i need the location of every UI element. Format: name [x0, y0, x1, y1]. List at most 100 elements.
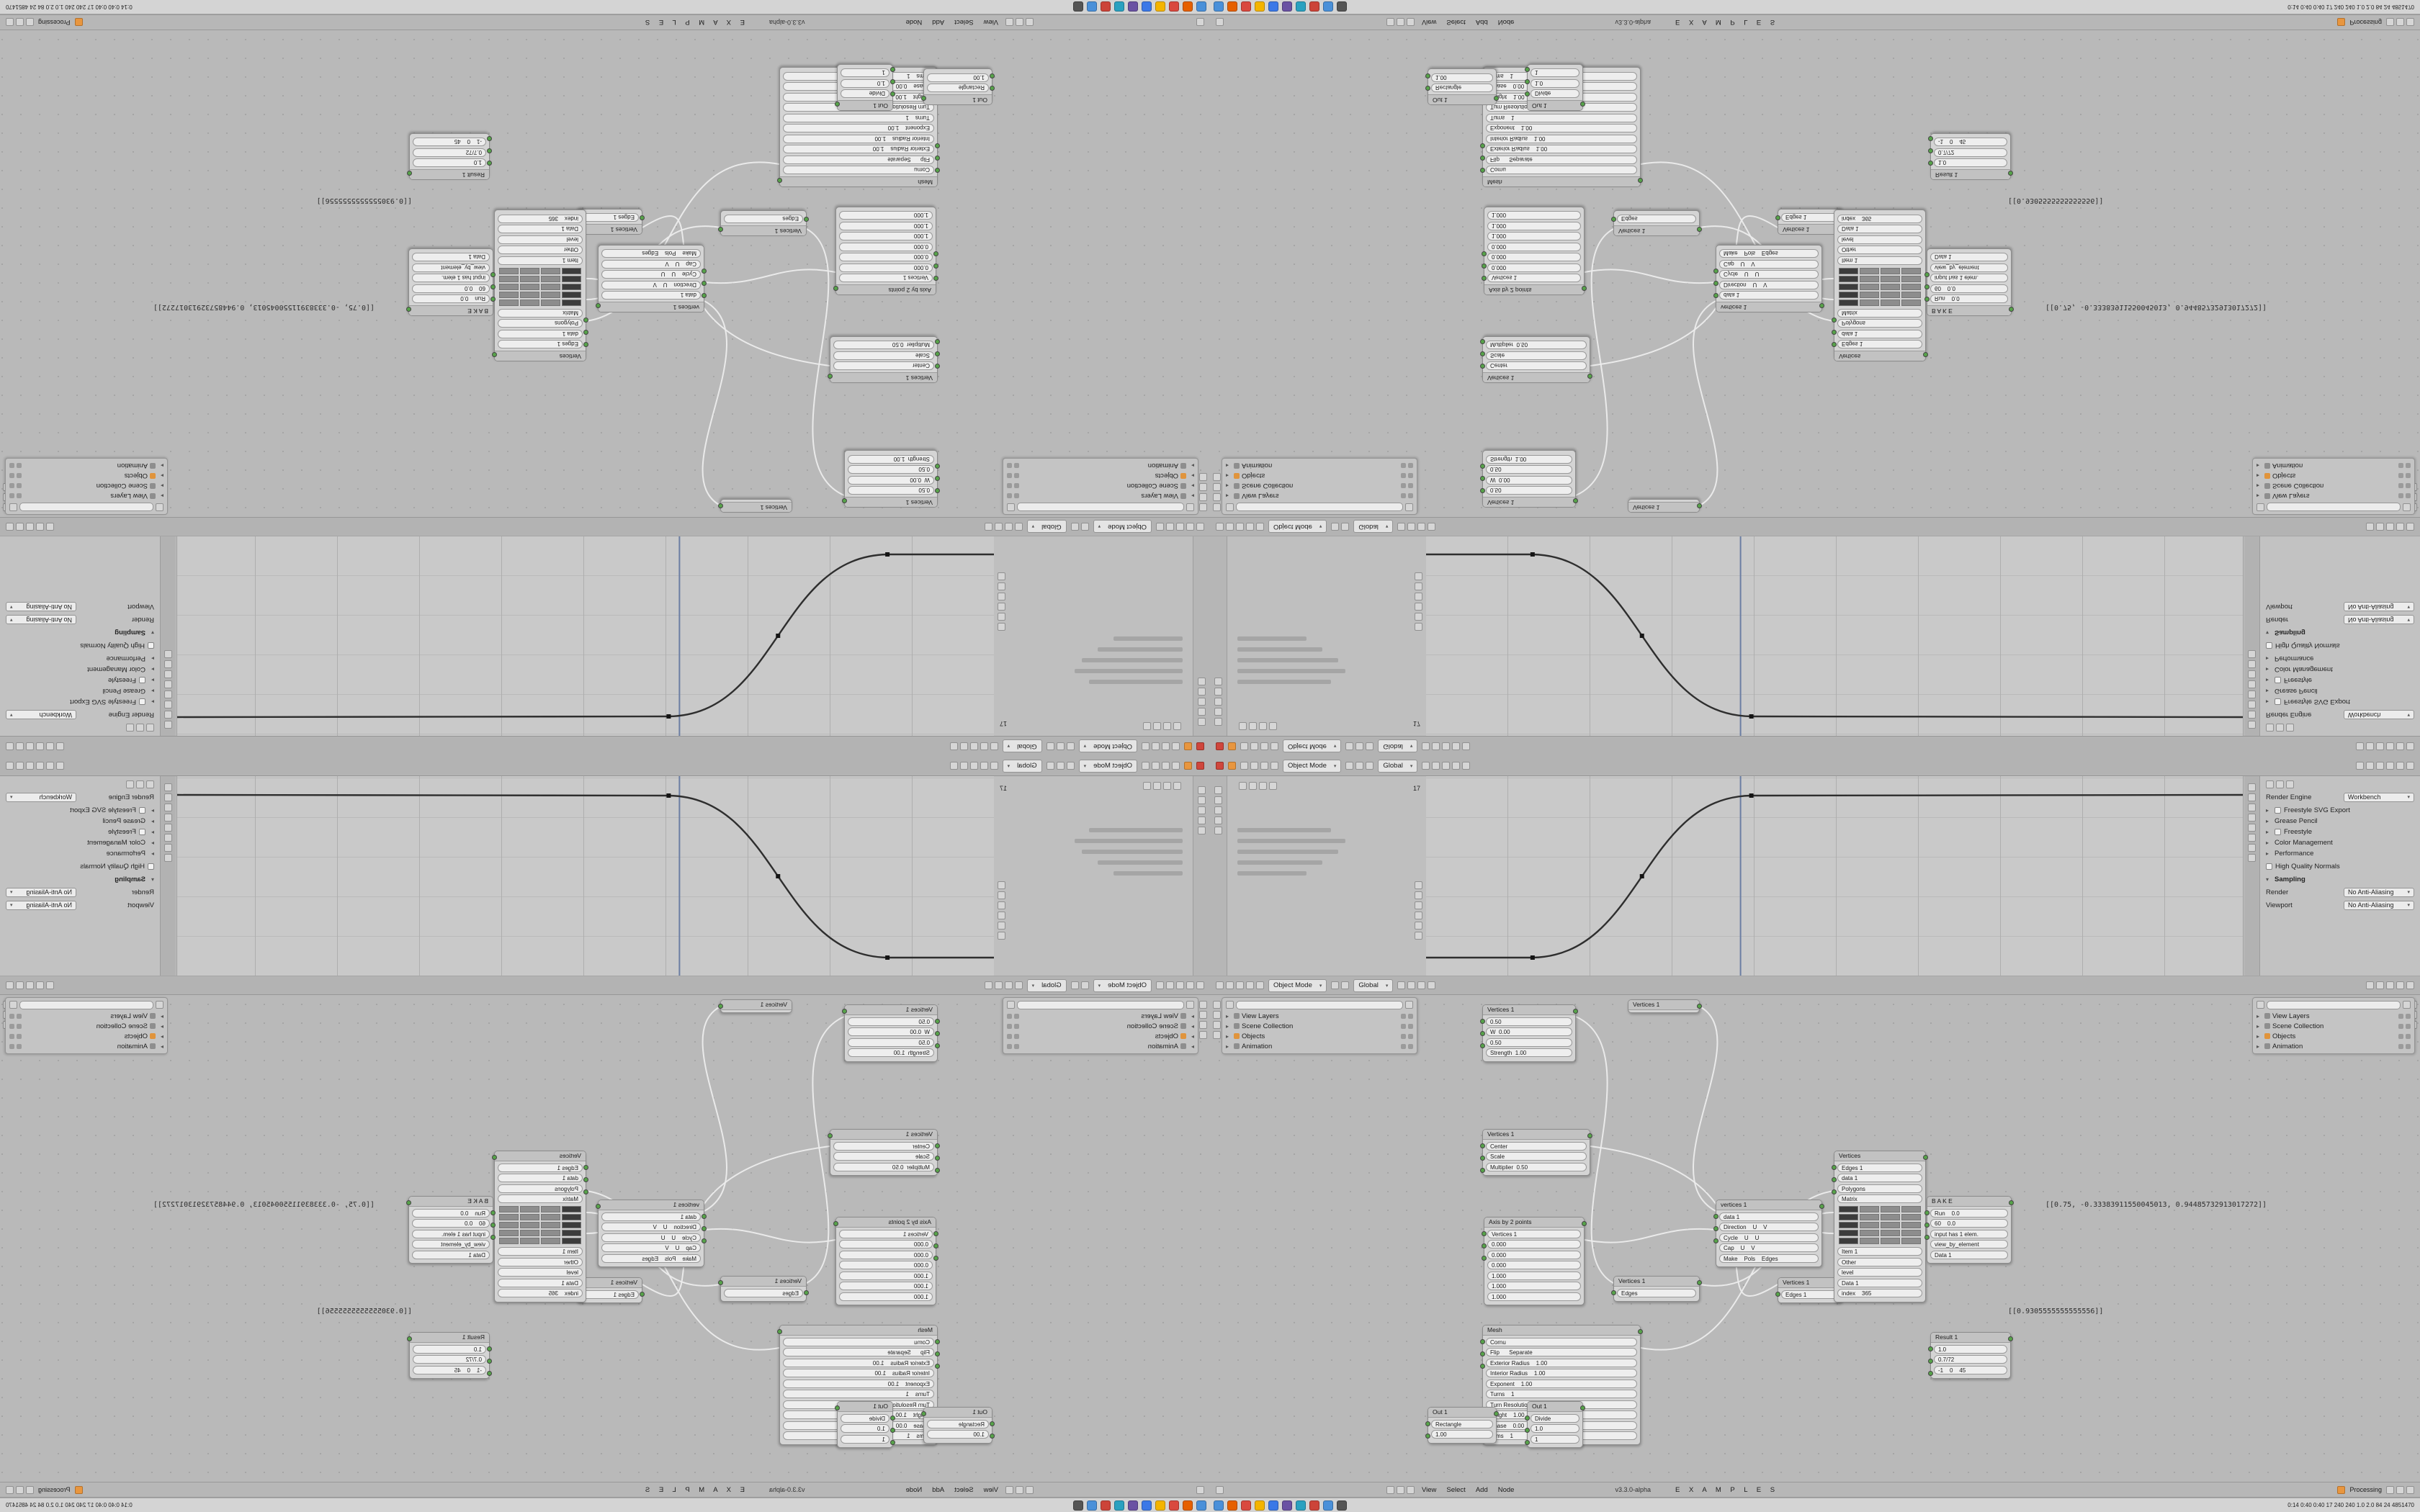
node-field[interactable]: input has 1 elem. [1930, 274, 2008, 283]
taskbar-app-icon[interactable] [1101, 1, 1111, 12]
sampling-section[interactable]: ▾ Sampling [2263, 874, 2417, 885]
toolbar-icon[interactable] [1415, 572, 1422, 580]
outliner-row[interactable]: ▸Scene Collection [1226, 1021, 1413, 1031]
toggle-cell[interactable] [562, 1230, 581, 1236]
toolbar-icon[interactable] [1198, 718, 1206, 726]
mode-dropdown[interactable]: Object Mode▾ [1078, 739, 1137, 753]
node-field[interactable]: Edges 1 [1781, 1290, 1839, 1299]
node-field[interactable]: Matrix [498, 309, 583, 318]
node-field[interactable]: Exterior Radius 1.00 [783, 145, 934, 154]
input-socket[interactable] [804, 217, 809, 222]
toggle-cell[interactable] [520, 292, 539, 298]
node-field[interactable]: data 1 [601, 291, 701, 300]
toolbar-icon[interactable] [164, 793, 172, 801]
toolbar-icon[interactable] [26, 1485, 34, 1494]
input-socket[interactable] [1924, 272, 1930, 277]
pivot-dropdown[interactable]: Global▾ [1002, 759, 1042, 773]
input-socket[interactable] [935, 1143, 940, 1148]
toggle-cell[interactable] [1860, 276, 1879, 282]
viewport-aa-select[interactable]: No Anti-Aliasing▾ [2344, 901, 2414, 910]
toolbar-icon[interactable] [2276, 724, 2284, 732]
toggle-cell[interactable] [562, 1214, 581, 1220]
node-field[interactable]: Cycle U U [601, 270, 701, 279]
output-socket[interactable] [1587, 374, 1592, 379]
taskbar-app-icon[interactable] [1241, 1500, 1251, 1511]
toggle-cell[interactable] [541, 1222, 560, 1228]
filter-icon[interactable] [1007, 1001, 1015, 1009]
output-socket[interactable] [407, 1336, 412, 1341]
channel-row[interactable] [1098, 860, 1183, 865]
visibility-toggle-icon[interactable] [1014, 1023, 1019, 1029]
toggle-cell[interactable] [499, 276, 519, 282]
node-field[interactable]: Other [498, 246, 583, 255]
node-field[interactable]: W 0.00 [848, 476, 934, 485]
toolbar-icon[interactable] [998, 603, 1005, 611]
high-quality-normals-row[interactable]: High Quality Normals [2263, 861, 2417, 872]
sampling-section[interactable]: ▾ Sampling [2263, 627, 2417, 638]
toolbar-icon[interactable] [1214, 698, 1222, 706]
taskbar-app-icon[interactable] [1196, 1500, 1206, 1511]
toolbar-icon[interactable] [2386, 523, 2394, 531]
toggle-cell[interactable] [1881, 1214, 1900, 1220]
node-header[interactable]: Axis by 2 points [836, 1218, 936, 1228]
toolbar-icon[interactable] [1417, 523, 1426, 531]
toolbar-icon[interactable] [2406, 1485, 2414, 1494]
node-field[interactable]: Data 1 [412, 253, 490, 262]
menu-node[interactable]: Node [1497, 1485, 1515, 1494]
filter-icon[interactable] [2403, 503, 2411, 511]
input-socket[interactable] [583, 342, 588, 347]
toolbar-icon[interactable] [1256, 523, 1264, 531]
outliner-row[interactable]: ▸Objects [1007, 471, 1194, 481]
node-field[interactable]: Exterior Radius 1.00 [783, 1358, 934, 1367]
toolbar-icon[interactable] [1156, 981, 1164, 989]
node-field[interactable]: Vertices 1 [839, 1229, 933, 1238]
toolbar-icon[interactable] [1397, 1485, 1404, 1494]
input-socket[interactable] [1480, 464, 1485, 469]
toolbar-icon[interactable] [2376, 742, 2384, 750]
node-field[interactable]: Polygons [1837, 319, 1922, 328]
node-field[interactable]: 1.00 [927, 1430, 989, 1439]
filter-icon[interactable] [1405, 503, 1413, 511]
node-header[interactable]: vertices 1 [599, 302, 704, 312]
outliner-search-input[interactable] [19, 1000, 153, 1009]
input-socket[interactable] [935, 1168, 940, 1173]
toolbar-icon[interactable] [26, 742, 34, 750]
input-socket[interactable] [933, 1256, 938, 1261]
channel-row[interactable] [1113, 871, 1183, 876]
toolbar-icon[interactable] [1366, 762, 1374, 770]
input-socket[interactable] [490, 1235, 496, 1240]
node-field[interactable]: Turns 1 [783, 114, 934, 122]
toolbar-icon[interactable] [1341, 981, 1350, 989]
toolbar-icon[interactable] [1198, 678, 1206, 685]
channel-row[interactable] [1237, 636, 1307, 641]
toolbar-icon[interactable] [1397, 981, 1406, 989]
checkbox[interactable] [139, 829, 145, 835]
visibility-toggle-icon[interactable] [17, 1043, 22, 1049]
toggle-cell[interactable] [1901, 1238, 1921, 1244]
output-socket[interactable] [407, 171, 412, 176]
node-field[interactable]: Strength 1.00 [1486, 455, 1572, 464]
node-header[interactable]: Vertices 1 [1483, 1005, 1575, 1015]
input-socket[interactable] [1480, 1043, 1485, 1048]
visibility-toggle-icon[interactable] [1014, 1043, 1019, 1049]
outliner-row[interactable]: ▸Objects [9, 471, 163, 481]
outliner-row[interactable]: ▸Animation [1226, 1041, 1413, 1051]
toolbar-icon[interactable] [2248, 701, 2256, 708]
node-field[interactable]: -1 0 45 [1934, 138, 2007, 147]
toggle-cell[interactable] [1881, 276, 1900, 282]
toggle-cell[interactable] [541, 1206, 560, 1212]
toolbar-icon[interactable] [1256, 981, 1264, 989]
graph-editor-canvas[interactable] [1426, 776, 2244, 976]
toggle-cell[interactable] [541, 276, 560, 282]
toggle-cell[interactable] [499, 1238, 519, 1244]
toolbar-icon[interactable] [1014, 523, 1023, 531]
node-field[interactable]: Cap U V [601, 260, 701, 269]
keyframe-dot[interactable] [1749, 793, 1754, 798]
node-field[interactable]: 1 [841, 68, 889, 78]
keyframe-dot[interactable] [666, 714, 671, 719]
toolbar-icon[interactable] [2396, 762, 2404, 770]
toolbar-icon[interactable] [1259, 722, 1267, 730]
